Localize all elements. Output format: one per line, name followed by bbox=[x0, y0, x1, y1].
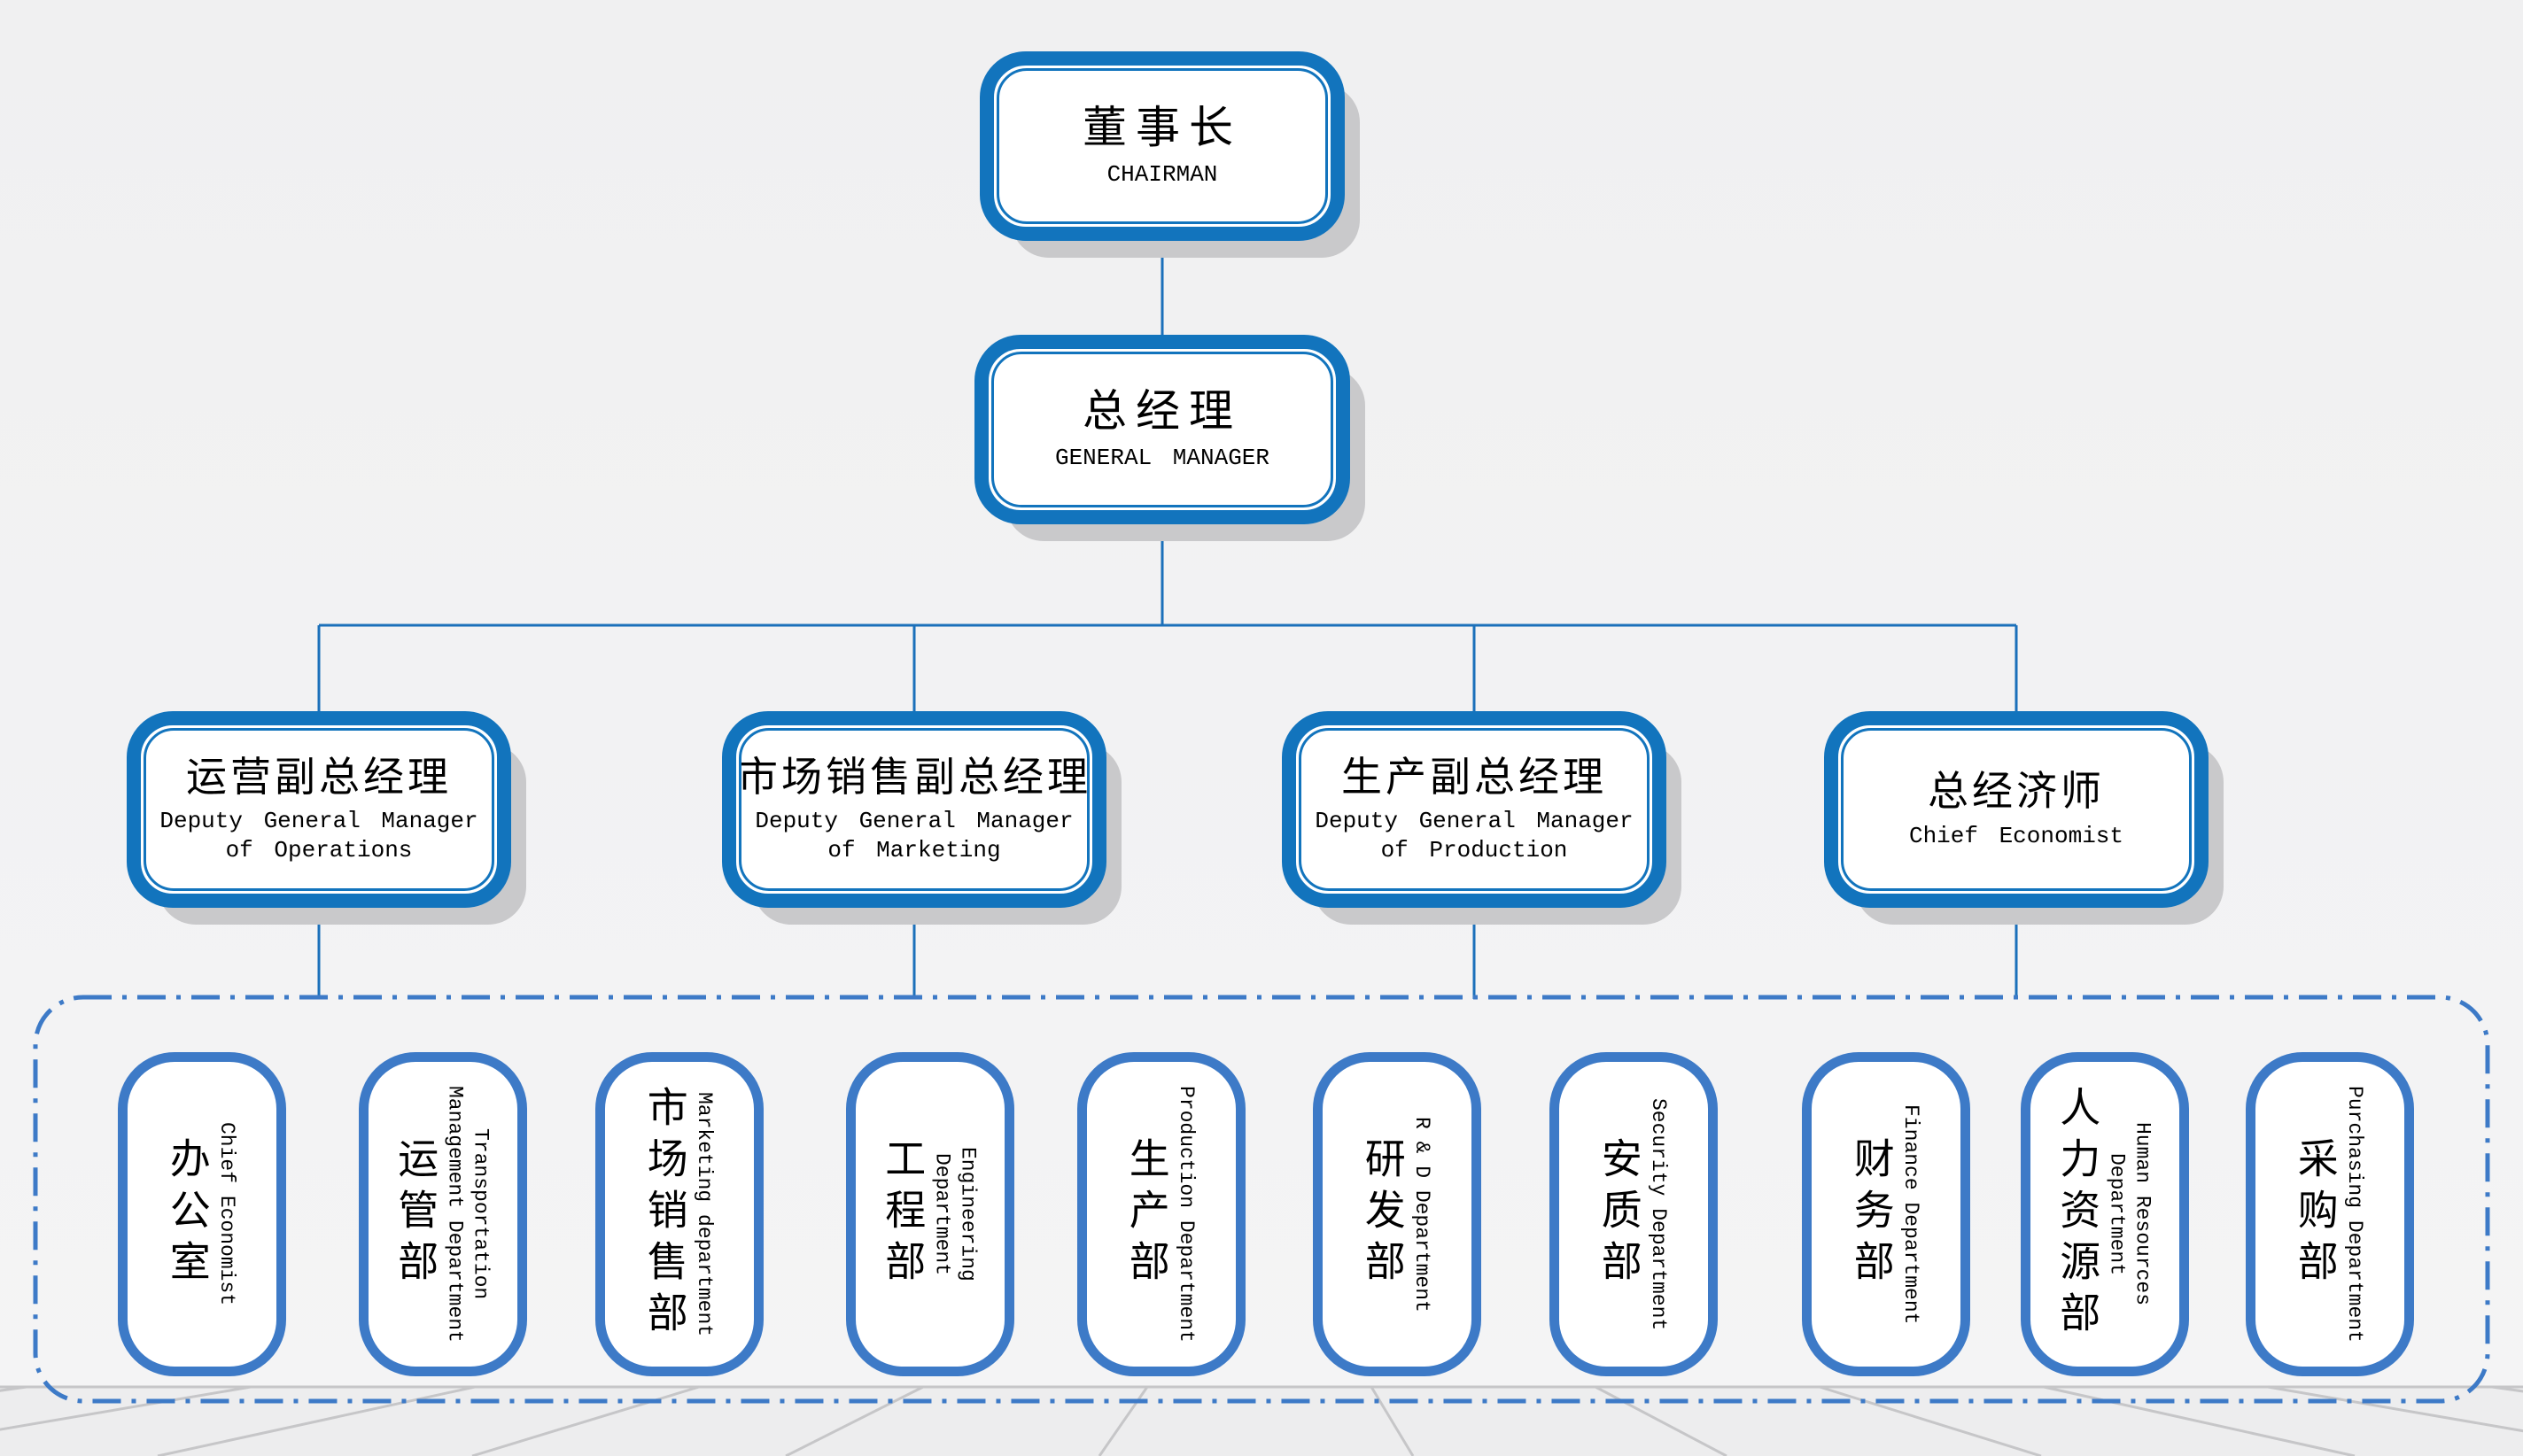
deputy-operations-zh: 运营副总经理 bbox=[186, 752, 452, 801]
dept-finance-en: Finance Department bbox=[1898, 1104, 1922, 1325]
dept-hr-zh: 人力资源部 bbox=[2053, 1086, 2102, 1343]
dept-production-en: Production Department bbox=[1174, 1086, 1198, 1343]
dept-box-rnd: 研发部 R & D Department bbox=[1313, 1052, 1481, 1376]
dept-security-en: Security Department bbox=[1646, 1097, 1670, 1331]
dept-box-hr: 人力资源部 Human Resources Department bbox=[2021, 1052, 2189, 1376]
node-chairman: 董事长 CHAIRMAN bbox=[980, 51, 1345, 241]
dept-transportation-zh: 运管部 bbox=[392, 1137, 440, 1291]
dept-office-en: Chief Economist bbox=[214, 1122, 238, 1306]
dept-office-zh: 办公室 bbox=[163, 1137, 212, 1291]
node-general-manager: 总经理 GENERAL MANAGER bbox=[974, 335, 1350, 524]
gm-title-en: GENERAL MANAGER bbox=[1054, 445, 1270, 472]
dept-box-purchasing: 采购部 Purchasing Department bbox=[2246, 1052, 2414, 1376]
dept-production-zh: 生产部 bbox=[1122, 1137, 1171, 1291]
node-chief-economist: 总经济师 Chief Economist bbox=[1824, 711, 2209, 908]
dept-box-marketing: 市场销售部 Marketing department bbox=[595, 1052, 764, 1376]
dept-marketing-en: Marketing department bbox=[692, 1091, 716, 1337]
deputy-operations-en: Deputy General Manager of Operations bbox=[159, 808, 478, 864]
floor-area bbox=[0, 1387, 2523, 1456]
dept-box-security: 安质部 Security Department bbox=[1549, 1052, 1718, 1376]
dept-rnd-zh: 研发部 bbox=[1358, 1137, 1407, 1291]
floor-perspective-lines bbox=[0, 1385, 2523, 1456]
deputy-marketing-zh: 市场销售副总经理 bbox=[737, 752, 1091, 801]
dept-box-production: 生产部 Production Department bbox=[1077, 1052, 1246, 1376]
chairman-title-zh: 董事长 bbox=[1083, 101, 1242, 153]
node-deputy-marketing: 市场销售副总经理 Deputy General Manager of Marke… bbox=[722, 711, 1106, 908]
dept-engineering-en: Engineering Department bbox=[930, 1147, 980, 1282]
chief-economist-en: Chief Economist bbox=[1908, 822, 2124, 849]
node-deputy-operations: 运营副总经理 Deputy General Manager of Operati… bbox=[127, 711, 511, 908]
chairman-title-en: CHAIRMAN bbox=[1106, 161, 1218, 189]
dept-box-transportation: 运管部 Transportation Management Department bbox=[359, 1052, 527, 1376]
dept-security-zh: 安质部 bbox=[1595, 1137, 1643, 1291]
dept-finance-zh: 财务部 bbox=[1847, 1137, 1896, 1291]
chief-economist-zh: 总经济师 bbox=[1928, 767, 2105, 816]
gm-title-zh: 总经理 bbox=[1083, 384, 1242, 437]
dept-engineering-zh: 工程部 bbox=[879, 1137, 928, 1291]
node-deputy-production: 生产副总经理 Deputy General Manager of Product… bbox=[1282, 711, 1666, 908]
deputy-production-en: Deputy General Manager of Production bbox=[1315, 808, 1634, 864]
dept-box-office: 办公室 Chief Economist bbox=[118, 1052, 286, 1376]
deputy-production-zh: 生产副总经理 bbox=[1341, 752, 1607, 801]
dept-marketing-zh: 市场销售部 bbox=[640, 1086, 689, 1343]
dept-rnd-en: R & D Department bbox=[1409, 1116, 1433, 1313]
dept-box-finance: 财务部 Finance Department bbox=[1802, 1052, 1970, 1376]
deputy-marketing-en: Deputy General Manager of Marketing bbox=[755, 808, 1074, 864]
dept-purchasing-zh: 采购部 bbox=[2291, 1137, 2340, 1291]
dept-hr-en: Human Resources Department bbox=[2105, 1122, 2154, 1306]
dept-transportation-en: Transportation Management Department bbox=[443, 1086, 493, 1343]
dept-box-engineering: 工程部 Engineering Department bbox=[846, 1052, 1014, 1376]
dept-purchasing-en: Purchasing Department bbox=[2342, 1086, 2366, 1343]
